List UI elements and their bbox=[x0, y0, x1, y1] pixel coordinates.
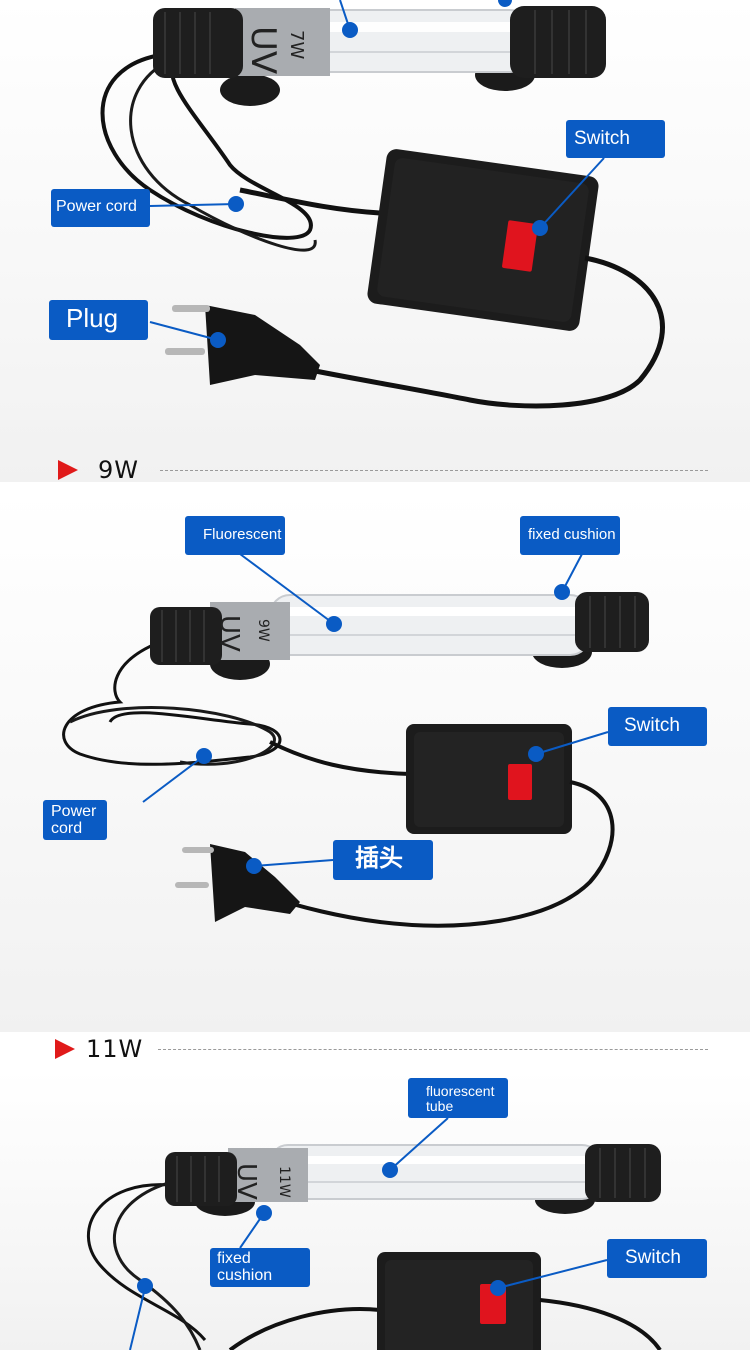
cord-to-plug bbox=[299, 255, 665, 409]
cord-to-switch bbox=[269, 740, 411, 776]
plug-body bbox=[205, 305, 320, 385]
section-title: 9W bbox=[98, 456, 139, 484]
red-triangle-marker bbox=[58, 460, 78, 480]
switch-callout: Switch bbox=[608, 707, 707, 746]
cord-to-switch bbox=[228, 1307, 381, 1350]
plug-pin-top bbox=[172, 305, 210, 312]
label-band bbox=[228, 1148, 308, 1202]
uv-lamp-11w-illustration: UV 11W bbox=[87, 1117, 662, 1350]
power-cord-loop bbox=[69, 706, 276, 766]
plug-body bbox=[210, 844, 300, 922]
plug-pin-bottom bbox=[175, 882, 209, 888]
dashed-divider bbox=[160, 470, 708, 471]
fixed-cushion-callout: fixed cushion bbox=[210, 1248, 310, 1287]
fluorescent-tube-callout: fluorescent tube bbox=[408, 1078, 508, 1118]
switch-callout: Switch bbox=[566, 120, 665, 158]
red-triangle-marker bbox=[55, 1039, 75, 1059]
plug-callout: Plug bbox=[49, 300, 148, 340]
quartz-tube bbox=[269, 1144, 601, 1200]
rocker-switch bbox=[508, 764, 532, 800]
power-cord-callout: Power cord bbox=[43, 800, 107, 840]
power-cord bbox=[87, 1183, 207, 1341]
end-cap-right bbox=[510, 6, 606, 78]
plug-pin-bottom bbox=[165, 348, 205, 355]
switch-callout: Switch bbox=[607, 1239, 707, 1278]
uv-lamp-9w-illustration: UV 9W bbox=[62, 553, 649, 928]
end-cap-left bbox=[165, 1152, 237, 1206]
rocker-switch bbox=[502, 220, 538, 272]
dashed-divider bbox=[158, 1049, 708, 1050]
section-9w-photo: UV 9W Fluorescent fixed cushion Switch P… bbox=[0, 492, 750, 1032]
end-cap-left bbox=[153, 8, 243, 78]
label-band bbox=[210, 602, 290, 660]
fluorescent-callout: Fluorescent bbox=[185, 516, 285, 555]
power-cord-callout: Power cord bbox=[51, 189, 150, 227]
cord-to-plug bbox=[269, 780, 615, 928]
section-11w-photo: UV 11W fluorescent tube fixed cushion Sw… bbox=[0, 1070, 750, 1350]
section-header-11w: 11W bbox=[0, 1030, 750, 1070]
end-cap-right bbox=[575, 592, 649, 652]
tube-watt-text: 9W bbox=[255, 619, 271, 642]
cord-to-switch bbox=[239, 187, 381, 216]
power-cord-loop bbox=[113, 1178, 202, 1350]
end-cap-right bbox=[585, 1144, 661, 1202]
tube-brand-text: UV bbox=[243, 26, 283, 74]
power-cord bbox=[62, 640, 282, 766]
power-cord bbox=[100, 53, 313, 240]
end-cap-left bbox=[150, 607, 222, 665]
tube-brand-text: UV bbox=[214, 615, 244, 652]
label-band bbox=[235, 8, 330, 76]
section-header-9w: 9W bbox=[0, 452, 750, 492]
tube-brand-text: UV bbox=[231, 1163, 261, 1200]
quartz-tube bbox=[269, 594, 591, 656]
plug-callout: 插头 bbox=[333, 840, 433, 880]
fixed-cushion-callout: fixed cushion bbox=[520, 516, 620, 555]
section-7w-photo: UV 7W Switch Power cord Plug bbox=[0, 0, 750, 482]
tube-watt-text: 7W bbox=[286, 30, 307, 59]
plug-pin-top bbox=[182, 847, 214, 853]
section-title: 11W bbox=[86, 1035, 144, 1063]
uv-lamp-7w-illustration: UV 7W bbox=[100, 0, 665, 409]
suction-cup-left bbox=[220, 74, 280, 106]
tube-watt-text: 11W bbox=[276, 1166, 292, 1198]
